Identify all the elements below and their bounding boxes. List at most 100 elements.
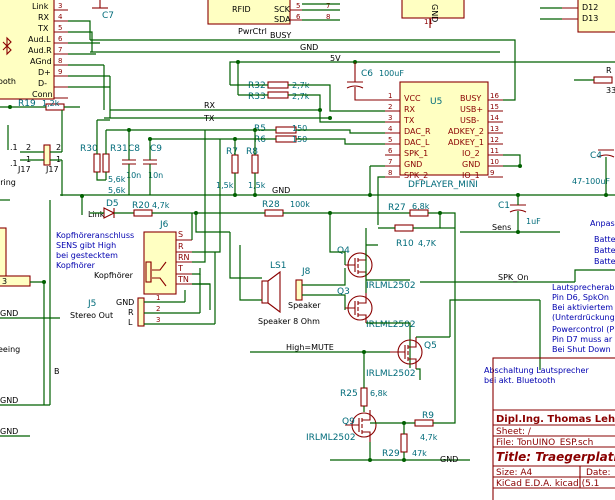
bt-num-2: 5 [58,24,62,32]
c1-capacitor: C1 1uF Sens [460,193,560,234]
b-label: B [54,367,60,376]
title-block: Dipl.Ing. Thomas Lehner Sheet: / File: T… [0,357,615,500]
q9-part: IRLML2502 [306,433,356,443]
c4-capacitor: C4 47-100uF [572,149,615,197]
j5-num-1: 1 [156,294,160,302]
gnd-bus-mid: GND [60,165,615,225]
r30-r31-c8-c9: R30 R31 5,6k 5,6k C8 C9 10n 10n [80,65,225,195]
c6-capacitor: C6 100uF [346,62,404,101]
j6-ref: J6 [159,220,169,230]
anpas-3: Batte [594,257,615,266]
j6-pin-rn: RN [178,253,190,262]
tb-size: Size: A4 [496,468,533,478]
c7-ref: C7 [102,11,114,21]
gnd-top-net: GND [300,43,318,52]
svg-text:.1: .1 [10,143,18,152]
ls1-speaker: LS1 Speaker 8 Ohm J8 Speaker [229,232,346,326]
r29-value: 47k [412,449,427,458]
r32-r33: R32 R33 2,7k 2,7k [229,60,385,123]
bt-pin-0: Link [32,2,49,11]
gnd-left-net: GND [0,309,18,318]
u5-lpin-3: DAC_R [404,127,431,136]
r5-r6: R5 R6 150 150 [220,124,385,145]
j8-ref: J8 [301,267,311,277]
u5-lnum-3: 4 [388,125,393,133]
q9-ref: Q9 [342,417,355,427]
r9-value: 4,7k [420,433,438,442]
bt-num-3: 6 [58,35,63,43]
u5-lpin-6: GND [404,160,422,169]
power-0: Powercontrol (P [552,325,614,334]
gnd-left2-net: GND [0,396,18,405]
bt-pin-1: RX [38,13,50,22]
5v-net: 5V [330,54,341,63]
anpas-0: Anpas [590,219,615,228]
j6-headphone-jack: Kopfhöreranschluss SENS gibt High bei ge… [56,130,230,310]
top-chip [401,0,465,19]
bt-pin-5: AGnd [30,57,52,66]
bluetooth-icon [2,36,12,56]
svg-text:2: 2 [26,143,31,152]
svg-text:2: 2 [56,143,61,152]
j6-pin-r: R [178,242,184,251]
left-pin-3: 3 [2,277,7,286]
bt-pin-6: D+ [38,68,51,77]
rx-net: RX [204,101,216,110]
u5-ref: U5 [430,97,442,107]
j17-label: J17 [17,165,31,174]
u5-rpin-1: USB+ [460,105,483,114]
rfid-pin-sck: SCK [274,5,291,14]
d5-ref: D5 [106,199,119,209]
bt-pin-3: Aud.L [28,35,51,44]
r7-ref: R7 [226,147,238,157]
q5-part: IRLML2502 [366,369,416,379]
bt-pin-7: D- [38,79,47,88]
u5-rnum-0: 16 [490,92,499,100]
u5-rnum-4: 12 [490,136,499,144]
rfid-pin-sda: SDA [274,15,291,24]
link-net: Link [88,210,105,219]
pwrctrl-label: PwrCtrl [238,27,267,36]
j6-pin-t: T [177,264,183,273]
c1-value: 1uF [526,217,541,226]
c9-ref: C9 [150,144,162,154]
r6-ref: R6 [254,135,266,145]
laut-3: (Unterdrückung [552,313,615,322]
top-chip-pin: 11 [424,18,433,26]
u5-rnum-2: 14 [490,114,499,122]
r27-value: 6,8k [412,202,430,211]
j17b-label: J17 [45,165,59,174]
ls1-ref: LS1 [270,261,286,271]
laut-0: Lautsprecherabs [552,283,615,292]
c4-value: 47-100uF [572,177,610,186]
r8-value: 1,5k [248,181,266,190]
top-area: C7 RFID SCK SDA 5 6 7 8 PwrCtrl GND 11 D… [68,0,615,88]
r-partial-1: 33 [606,86,615,95]
r25-ref: R25 [340,389,358,399]
u5-lpin-1: RX [404,105,416,114]
u5-lnum-4: 5 [388,136,392,144]
r25-value: 6,8k [370,389,388,398]
c6-value: 100uF [379,69,404,78]
j6-pin-tn: TN [177,275,189,284]
u5-rnum-1: 15 [490,103,499,111]
top-chip-gnd: GND [430,4,439,22]
r10-ref: R10 [396,239,414,249]
bt-note-0: Abschaltung Lautsprecher [484,366,589,375]
u5-lpin-5: SPK_1 [404,149,428,158]
u5-lnum-5: 6 [388,147,393,155]
bluetooth-module: ooth Link RX TX Aud.L Aud.R AGnd D+ D- C… [0,0,68,100]
r8-ref: R8 [246,147,258,157]
tb-date: Date: [586,468,611,478]
left-bottom-area: 3 GND eeing B GND [0,199,60,406]
bt-num-1: 4 [58,13,63,21]
r5-ref: R5 [254,124,266,134]
q5-ref: Q5 [424,341,437,351]
r29-ref: R29 [382,449,400,459]
j6-pin-s: S [178,230,183,239]
u5-rpin-3: ADKEY_2 [448,127,484,136]
r19-resistor: R19 1,2k [0,99,80,111]
u5-lnum-2: 3 [388,114,392,122]
u5-rpin-4: ADKEY_1 [448,138,484,147]
high-mute-net: High=MUTE [286,343,334,352]
